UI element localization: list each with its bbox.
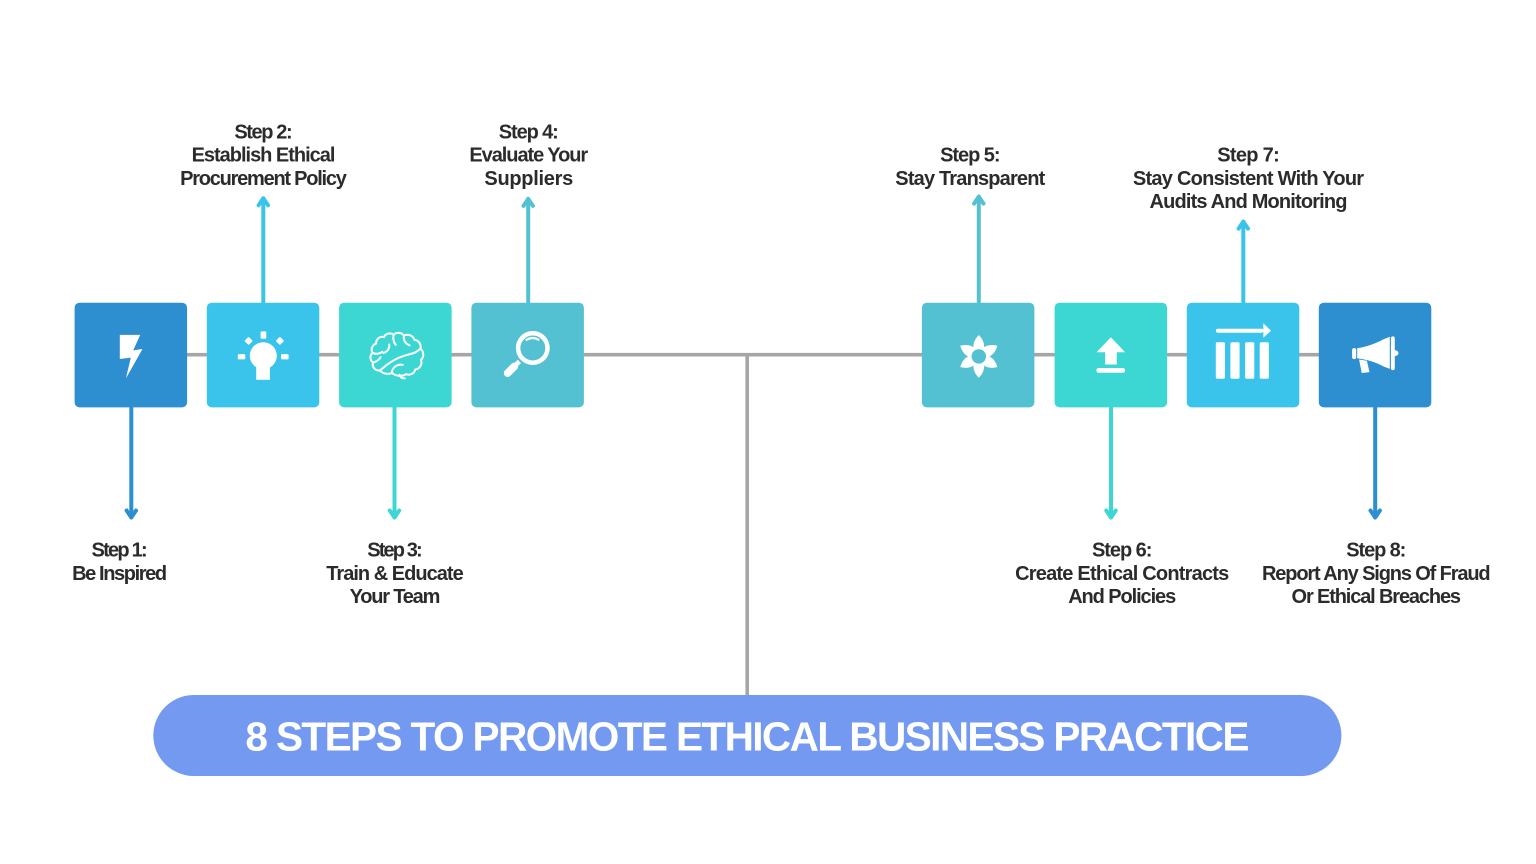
svg-text:Create Ethical Contracts: Create Ethical Contracts (1015, 563, 1229, 585)
svg-text:8 STEPS TO PROMOTE ETHICAL BUS: 8 STEPS TO PROMOTE ETHICAL BUSINESS PRAC… (245, 713, 1249, 759)
svg-text:Step 8:: Step 8: (1346, 540, 1406, 562)
svg-text:Your Team: Your Team (350, 586, 441, 608)
svg-text:Establish Ethical: Establish Ethical (192, 145, 336, 167)
svg-text:Step 6:: Step 6: (1092, 540, 1152, 562)
svg-text:Suppliers: Suppliers (484, 168, 573, 190)
svg-text:And Policies: And Policies (1068, 586, 1176, 608)
svg-text:Procurement Policy: Procurement Policy (180, 168, 348, 190)
svg-text:Stay Consistent With Your: Stay Consistent With Your (1133, 168, 1364, 190)
svg-text:Stay Transparent: Stay Transparent (895, 168, 1045, 190)
svg-text:Evaluate Your: Evaluate Your (469, 145, 588, 167)
svg-text:Step 1:: Step 1: (92, 540, 148, 562)
svg-text:Audits And Monitoring: Audits And Monitoring (1150, 191, 1348, 213)
svg-text:Report Any Signs Of Fraud: Report Any Signs Of Fraud (1262, 563, 1491, 585)
svg-text:Or Ethical Breaches: Or Ethical Breaches (1292, 586, 1462, 608)
svg-text:Step 5:: Step 5: (940, 145, 1000, 167)
svg-text:Train & Educate: Train & Educate (326, 563, 464, 585)
svg-text:Step 2:: Step 2: (234, 121, 292, 143)
svg-text:Be Inspired: Be Inspired (72, 563, 167, 585)
svg-text:Step 3:: Step 3: (367, 540, 422, 562)
svg-text:Step 4:: Step 4: (499, 121, 559, 143)
svg-text:Step 7:: Step 7: (1217, 145, 1280, 167)
